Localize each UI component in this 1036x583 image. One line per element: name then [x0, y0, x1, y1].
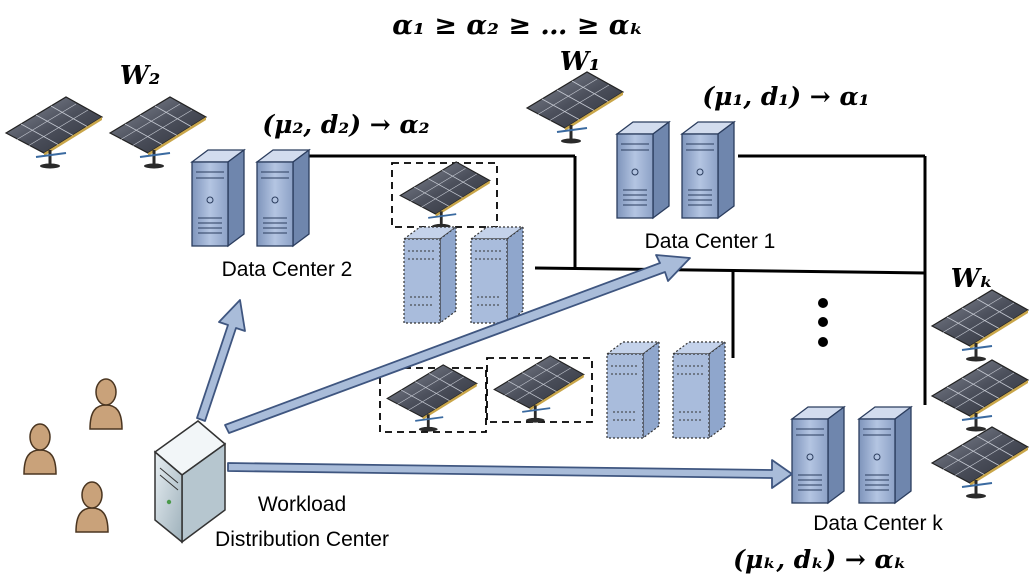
params-dc1: (μ₁, d₁) → α₁: [702, 82, 869, 111]
workload-arrows: [196, 254, 793, 489]
link-middle: [534, 266, 926, 275]
data-center-1: [616, 121, 735, 219]
label-wdc-line1: Workload: [258, 493, 346, 516]
label-dc1: Data Center 1: [645, 230, 776, 253]
server-icon: [858, 406, 912, 504]
arrow-to-dc2-icon: [196, 299, 246, 422]
solar-panel-icon: [108, 95, 208, 170]
solar-panel-icon: [398, 160, 492, 230]
server-icon: [681, 121, 735, 219]
arrow-to-dck-icon: [227, 459, 793, 489]
solar-panel-icon: [4, 95, 104, 170]
workload-distribution-center: [153, 420, 227, 544]
data-center-2: [191, 149, 310, 247]
solar-panel-icon: [525, 70, 625, 145]
solar-panel-icon: [930, 288, 1030, 363]
users-group: [23, 378, 123, 533]
network-links: [300, 154, 927, 405]
weight-wk: Wₖ: [951, 264, 994, 294]
server-icon: [616, 121, 670, 219]
solar-panel-icon: [492, 354, 586, 424]
server-icon: [791, 406, 845, 504]
arrow-to-dc1-icon: [224, 254, 691, 434]
candidate-solar-1: [391, 160, 498, 230]
alpha-ordering: α₁ ≥ α₂ ≥ … ≥ αₖ: [392, 10, 643, 41]
solar-group-w2: [4, 95, 208, 170]
candidate-servers-2: [606, 341, 726, 439]
data-center-k: [791, 406, 912, 504]
server-icon: [606, 341, 660, 439]
server-icon: [672, 341, 726, 439]
server-icon: [191, 149, 245, 247]
solar-group-wk: [930, 288, 1030, 500]
solar-panel-icon: [930, 425, 1030, 500]
server-icon: [256, 149, 310, 247]
user-icon: [89, 378, 123, 430]
weight-w1: W₁: [560, 47, 601, 77]
server-icon: [403, 226, 457, 324]
params-dck: (μₖ, dₖ) → αₖ: [733, 545, 907, 574]
solar-panel-icon: [930, 358, 1030, 433]
more-data-centers-ellipsis: [818, 298, 828, 347]
server-icon: [470, 226, 524, 324]
label-dck: Data Center k: [813, 512, 943, 535]
user-icon: [75, 481, 109, 533]
weight-w2: W₂: [120, 61, 161, 91]
params-dc2: (μ₂, d₂) → α₂: [262, 110, 429, 139]
candidate-solar-2: [379, 363, 487, 433]
candidate-servers-1: [403, 226, 524, 324]
solar-panel-icon: [385, 363, 479, 433]
label-dc2: Data Center 2: [222, 258, 353, 281]
user-icon: [23, 423, 57, 475]
label-wdc-line2: Distribution Center: [215, 528, 389, 551]
candidate-solar-3: [486, 354, 593, 424]
